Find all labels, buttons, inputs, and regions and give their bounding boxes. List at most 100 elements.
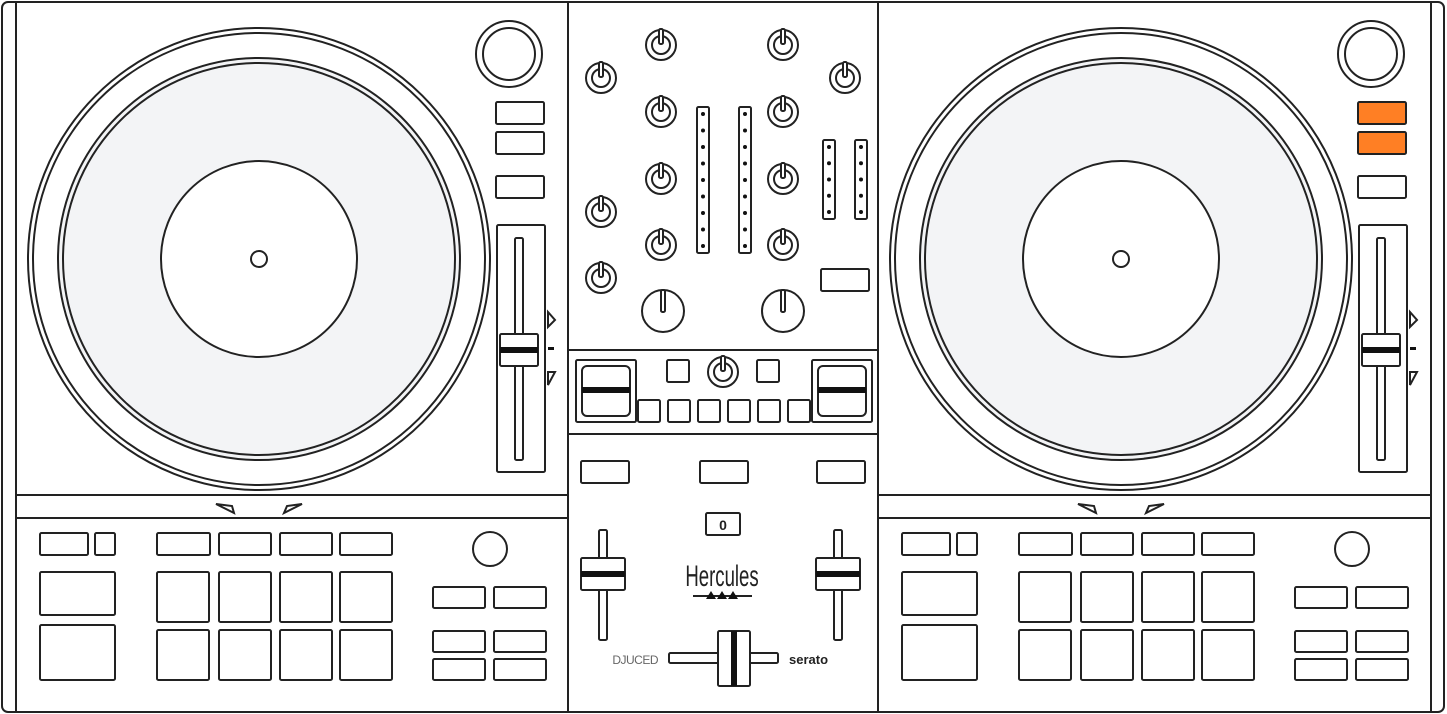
paddle-line (582, 387, 630, 393)
crossfader-cap-line (731, 631, 737, 686)
mode-button-3[interactable] (1018, 532, 1073, 556)
fx-button-4[interactable] (727, 399, 751, 423)
mode-button-3[interactable] (156, 532, 211, 556)
high-eq-knob-1[interactable] (645, 95, 677, 128)
function-button-2[interactable] (1355, 586, 1409, 609)
shift-knob[interactable] (482, 27, 536, 81)
deck-button-2[interactable] (1357, 131, 1407, 155)
deck-button-1[interactable] (1357, 101, 1407, 125)
vu-led (743, 128, 747, 133)
mode-button-5[interactable] (1141, 532, 1195, 556)
loop-knob[interactable] (472, 531, 508, 567)
function-button-1[interactable] (432, 586, 486, 609)
knob-indicator (658, 162, 664, 179)
function-button-4[interactable] (1355, 630, 1409, 653)
fx-button-5[interactable] (757, 399, 781, 423)
volume-fader-1[interactable] (580, 557, 626, 591)
filter-knob-1[interactable] (585, 61, 617, 94)
mode-button-4[interactable] (218, 532, 272, 556)
headphone-mix-knob[interactable] (585, 195, 617, 228)
pad-2[interactable] (218, 571, 272, 623)
pad-1[interactable] (1018, 571, 1072, 623)
mid-eq-knob-2[interactable] (767, 162, 799, 195)
fx-button-2[interactable] (667, 399, 691, 423)
gain-knob-2[interactable] (767, 28, 799, 61)
function-button-2[interactable] (493, 586, 547, 609)
mid-eq-knob-1[interactable] (645, 162, 677, 195)
function-button-3[interactable] (432, 630, 486, 653)
filter-knob-big-2[interactable] (761, 289, 805, 333)
fx-button-3[interactable] (697, 399, 721, 423)
mode-button-2[interactable] (956, 532, 978, 556)
deck-button-2[interactable] (495, 131, 545, 155)
cue-button-1[interactable] (580, 460, 630, 484)
mode-button-4[interactable] (1080, 532, 1134, 556)
function-button-5[interactable] (432, 658, 486, 681)
play-button[interactable] (901, 624, 978, 681)
fx-paddle-right[interactable] (811, 359, 873, 423)
fx-select-button-1[interactable] (666, 359, 690, 383)
jog-wheel[interactable] (27, 27, 491, 491)
pad-8[interactable] (339, 629, 393, 681)
play-button[interactable] (39, 624, 116, 681)
cue-button-2[interactable] (816, 460, 866, 484)
pitch-fader[interactable] (499, 333, 539, 367)
fx-select-button-2[interactable] (756, 359, 780, 383)
volume-fader-2[interactable] (815, 557, 861, 591)
jog-wheel[interactable] (889, 27, 1353, 491)
mixer-button[interactable] (820, 268, 870, 292)
low-eq-knob-1[interactable] (645, 228, 677, 261)
mode-button-2[interactable] (94, 532, 116, 556)
low-eq-knob-2[interactable] (767, 228, 799, 261)
pad-2[interactable] (1080, 571, 1134, 623)
filter-knob-big-1[interactable] (641, 289, 685, 333)
pad-6[interactable] (1080, 629, 1134, 681)
fx-button-6[interactable] (787, 399, 811, 423)
shift-knob[interactable] (1344, 27, 1398, 81)
sync-button[interactable] (39, 571, 116, 616)
mode-button-1[interactable] (39, 532, 89, 556)
pad-1[interactable] (156, 571, 210, 623)
vu-led (701, 211, 705, 215)
pad-3[interactable] (279, 571, 333, 623)
pad-6[interactable] (218, 629, 272, 681)
fx-button-1[interactable] (637, 399, 661, 423)
pad-8[interactable] (1201, 629, 1255, 681)
pad-5[interactable] (156, 629, 210, 681)
sync-button[interactable] (901, 571, 978, 616)
deck-button-3[interactable] (1357, 175, 1407, 199)
pad-4[interactable] (339, 571, 393, 623)
vu-led (827, 161, 831, 166)
pad-5[interactable] (1018, 629, 1072, 681)
mode-button-6[interactable] (1201, 532, 1255, 556)
fx-knob[interactable] (707, 355, 739, 388)
center-button[interactable] (699, 460, 749, 484)
pad-3[interactable] (1141, 571, 1195, 623)
crossfader[interactable] (717, 630, 751, 687)
mode-button-1[interactable] (901, 532, 951, 556)
pad-7[interactable] (279, 629, 333, 681)
pad-4[interactable] (1201, 571, 1255, 623)
function-button-3[interactable] (1294, 630, 1348, 653)
deck-button-3[interactable] (495, 175, 545, 199)
pitch-down-arrow (547, 371, 557, 386)
deck-button-1[interactable] (495, 101, 545, 125)
vu-meter-2 (738, 106, 752, 254)
master-volume-knob[interactable] (829, 61, 861, 94)
function-button-6[interactable] (493, 658, 547, 681)
function-button-6[interactable] (1355, 658, 1409, 681)
loop-left-arrow (1077, 503, 1098, 515)
high-eq-knob-2[interactable] (767, 95, 799, 128)
loop-knob[interactable] (1334, 531, 1370, 567)
headphone-volume-knob[interactable] (585, 261, 617, 294)
pitch-fader[interactable] (1361, 333, 1401, 367)
loop-right-arrow (282, 503, 303, 516)
pad-7[interactable] (1141, 629, 1195, 681)
gain-knob-1[interactable] (645, 28, 677, 61)
function-button-4[interactable] (493, 630, 547, 653)
fx-paddle-left[interactable] (575, 359, 637, 423)
mode-button-5[interactable] (279, 532, 333, 556)
mode-button-6[interactable] (339, 532, 393, 556)
function-button-1[interactable] (1294, 586, 1348, 609)
function-button-5[interactable] (1294, 658, 1348, 681)
